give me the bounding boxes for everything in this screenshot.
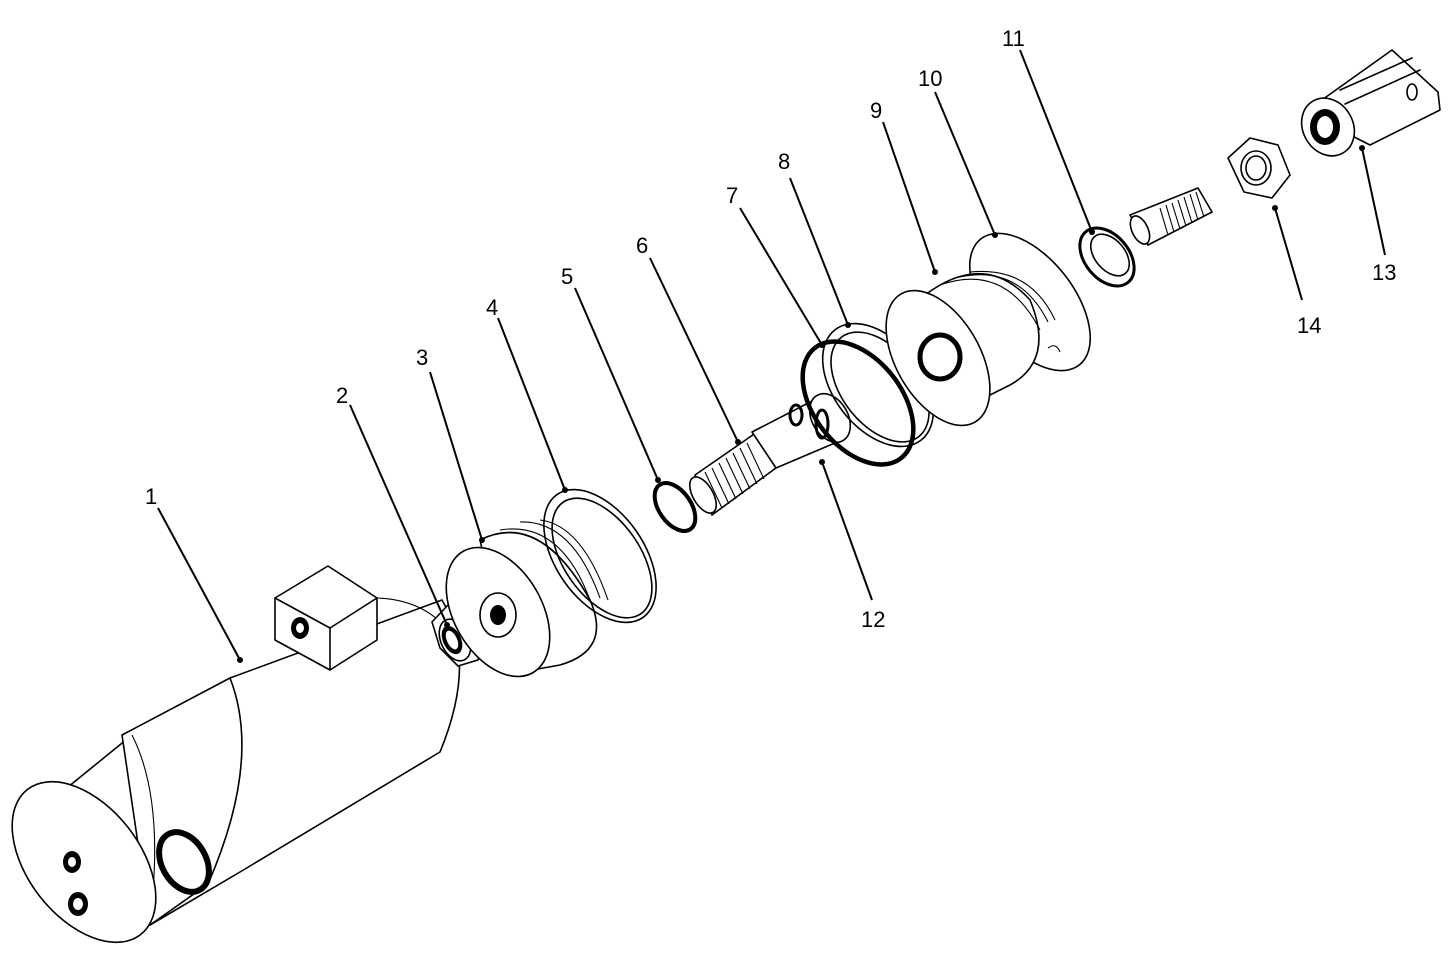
callout-1: 1 [145,484,157,509]
callout-12: 12 [861,607,885,632]
part-13-clevis [1300,49,1441,157]
part-7-ring [800,339,916,467]
callout-labels: 1 2 3 4 5 6 7 8 9 10 11 12 13 14 [145,26,1396,632]
part-1-cylinder-body [11,565,461,944]
callout-2: 2 [336,383,348,408]
callout-13: 13 [1372,260,1396,285]
callout-6: 6 [636,233,648,258]
part-3-piston [445,519,609,678]
threaded-stud [1129,187,1213,246]
leader-lines [157,49,1386,663]
callout-11: 11 [1002,26,1025,51]
callout-8: 8 [778,149,790,174]
callout-4: 4 [486,295,498,320]
callout-5: 5 [561,264,573,289]
callout-9: 9 [870,98,882,123]
part-6-piston-rod [688,392,852,516]
part-4-seal-ring [543,488,657,624]
part-14-hex-nut [1227,137,1291,199]
callout-14: 14 [1297,313,1321,338]
part-11-bushing [1078,226,1136,288]
callout-3: 3 [416,345,428,370]
part-5-o-ring [652,481,698,533]
part-9-piston-head [885,270,1056,427]
callout-10: 10 [918,66,942,91]
callout-7: 7 [726,183,738,208]
